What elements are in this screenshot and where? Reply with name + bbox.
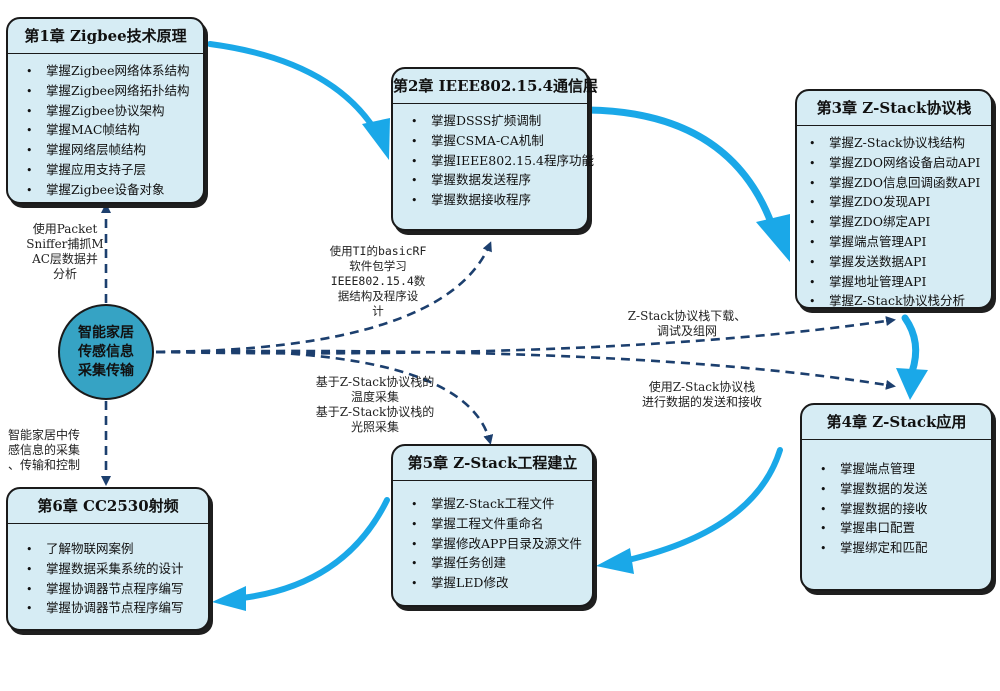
list-item: 掌握串口配置	[820, 519, 991, 539]
chapter-3-title: 第3章 Z-Stack协议栈	[797, 91, 991, 126]
list-item: 掌握端点管理	[820, 460, 991, 480]
edge-label-ch1: 使用Packet Sniffer捕抓M AC层数据并 分析	[26, 222, 104, 281]
list-item: 掌握LED修改	[411, 574, 592, 594]
flow-arrow-ch3-ch4	[896, 314, 928, 400]
list-item: 掌握Z-Stack协议栈结构	[809, 134, 991, 154]
edge-label-ch3: Z-Stack协议栈下载、 调试及组网	[627, 309, 747, 338]
chapter-6-title: 第6章 CC2530射频	[8, 489, 208, 524]
flow-arrow-ch4-ch5	[596, 447, 783, 574]
list-item: 掌握ZDO发现API	[809, 193, 991, 213]
list-item: 掌握端点管理API	[809, 233, 991, 253]
list-item: 掌握任务创建	[411, 554, 592, 574]
edge-label-ch4: 使用Z-Stack协议栈 进行数据的发送和接收	[641, 380, 762, 409]
chapter-6-box: 第6章 CC2530射频 了解物联网案例 掌握数据采集系统的设计 掌握协调器节点…	[6, 487, 210, 631]
chapter-2-box: 第2章 IEEE802.15.4通信层 掌握DSSS扩频调制 掌握CSMA-CA…	[391, 67, 598, 231]
chapter-3-box: 第3章 Z-Stack协议栈 掌握Z-Stack协议栈结构 掌握ZDO网络设备启…	[795, 89, 993, 309]
list-item: 掌握地址管理API	[809, 273, 991, 293]
center-line: 采集传输	[78, 362, 134, 379]
chapter-2-list: 掌握DSSS扩频调制 掌握CSMA-CA机制 掌握IEEE802.15.4程序功…	[393, 104, 594, 211]
chapter-4-title: 第4章 Z-Stack应用	[802, 405, 991, 440]
list-item: 掌握ZDO网络设备启动API	[809, 154, 991, 174]
list-item: 掌握数据的发送	[820, 480, 991, 500]
dashed-arrow-to-ch2	[155, 241, 492, 354]
list-item: 掌握网络层帧结构	[26, 141, 203, 161]
list-item: 掌握Zigbee设备对象	[26, 181, 203, 201]
center-node: 智能家居 传感信息 采集传输	[58, 304, 154, 400]
chapter-1-list: 掌握Zigbee网络体系结构 掌握Zigbee网络拓扑结构 掌握Zigbee协议…	[8, 54, 203, 201]
chapter-4-list: 掌握端点管理 掌握数据的发送 掌握数据的接收 掌握串口配置 掌握绑定和匹配	[802, 440, 991, 559]
list-item: 掌握应用支持子层	[26, 161, 203, 181]
list-item: 掌握ZDO信息回调函数API	[809, 174, 991, 194]
flow-arrow-ch2-ch3	[584, 106, 790, 262]
edge-label-ch6: 智能家居中传 感信息的采集 、传输和控制	[8, 428, 81, 472]
list-item: 掌握ZDO绑定API	[809, 213, 991, 233]
list-item: 掌握绑定和匹配	[820, 539, 991, 559]
list-item: 掌握Zigbee网络拓扑结构	[26, 82, 203, 102]
list-item: 掌握IEEE802.15.4程序功能	[411, 152, 594, 172]
list-item: 掌握Zigbee网络体系结构	[26, 62, 203, 82]
chapter-5-list: 掌握Z-Stack工程文件 掌握工程文件重命名 掌握修改APP目录及源文件 掌握…	[393, 481, 592, 594]
chapter-5-box: 第5章 Z-Stack工程建立 掌握Z-Stack工程文件 掌握工程文件重命名 …	[391, 444, 594, 607]
list-item: 掌握修改APP目录及源文件	[411, 535, 592, 555]
list-item: 掌握协调器节点程序编写	[26, 580, 208, 600]
list-item: 掌握Z-Stack工程文件	[411, 495, 592, 515]
list-item: 掌握发送数据API	[809, 253, 991, 273]
list-item: 掌握数据的接收	[820, 500, 991, 520]
list-item: 了解物联网案例	[26, 540, 208, 560]
chapter-5-title: 第5章 Z-Stack工程建立	[393, 446, 592, 481]
edge-label-ch5: 基于Z-Stack协议栈的 温度采集 基于Z-Stack协议栈的 光照采集	[315, 375, 435, 434]
dashed-arrow-to-ch4	[155, 349, 896, 390]
chapter-3-list: 掌握Z-Stack协议栈结构 掌握ZDO网络设备启动API 掌握ZDO信息回调函…	[797, 126, 991, 312]
chapter-6-list: 了解物联网案例 掌握数据采集系统的设计 掌握协调器节点程序编写 掌握协调器节点程…	[8, 524, 208, 619]
chapter-2-title: 第2章 IEEE802.15.4通信层	[393, 69, 598, 104]
dashed-arrow-to-ch3	[155, 316, 896, 355]
chapter-1-title: 第1章 Zigbee技术原理	[8, 19, 203, 54]
flow-arrow-ch1-ch2	[207, 41, 390, 160]
chapter-1-box: 第1章 Zigbee技术原理 掌握Zigbee网络体系结构 掌握Zigbee网络…	[6, 17, 205, 204]
list-item: 掌握协调器节点程序编写	[26, 599, 208, 619]
flow-arrow-ch5-ch6	[212, 497, 390, 611]
list-item: 掌握DSSS扩频调制	[411, 112, 587, 132]
edge-label-ch2: 使用TI的basicRF 软件包学习 IEEE802.15.4数 据结构及程序设…	[329, 244, 427, 318]
list-item: 掌握MAC帧结构	[26, 121, 203, 141]
list-item: 掌握CSMA-CA机制	[411, 132, 587, 152]
list-item: 掌握数据采集系统的设计	[26, 560, 208, 580]
center-line: 传感信息	[78, 343, 134, 360]
center-line: 智能家居	[78, 324, 134, 341]
list-item: 掌握工程文件重命名	[411, 515, 592, 535]
chapter-4-box: 第4章 Z-Stack应用 掌握端点管理 掌握数据的发送 掌握数据的接收 掌握串…	[800, 403, 993, 591]
list-item: 掌握数据发送程序	[411, 171, 587, 191]
dashed-arrow-to-ch5	[155, 349, 494, 445]
list-item: 掌握Z-Stack协议栈分析	[809, 292, 991, 312]
list-item: 掌握数据接收程序	[411, 191, 587, 211]
list-item: 掌握Zigbee协议架构	[26, 102, 203, 122]
